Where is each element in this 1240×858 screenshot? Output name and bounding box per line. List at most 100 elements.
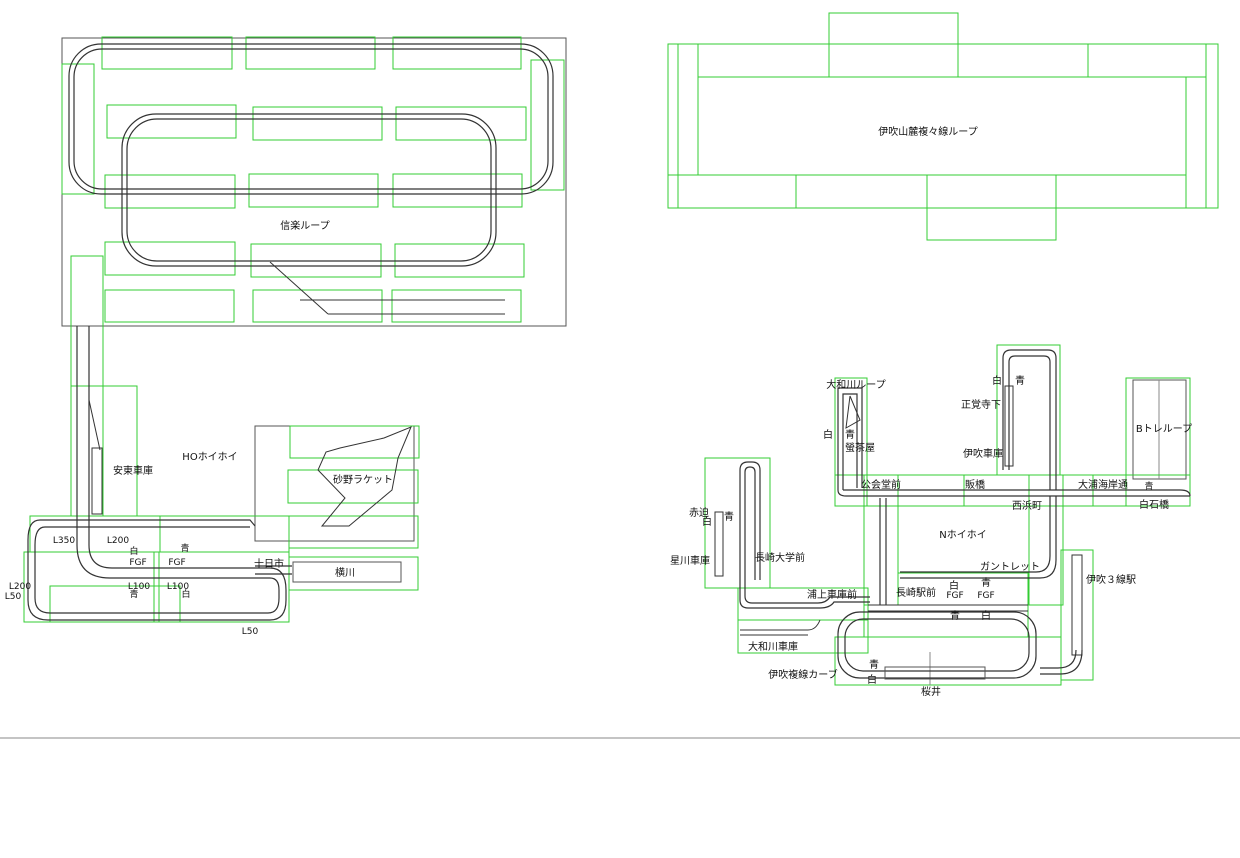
nagasaki-sta-label: 長崎駅前 [896,586,936,599]
yokokawa-station-box [292,561,402,583]
l200-label-b: L200 [9,582,31,592]
nagasaki-univ-label: 長崎大学前 [755,551,805,564]
n-hoihoi-section: 大和川ループ 白 青 螢茶屋 白 青 正覚寺下 伊吹車庫 Bトレループ 公会堂前… [670,344,1192,698]
ibuki-depot-label: 伊吹車庫 [963,447,1003,460]
ao-label-g: 青 [981,576,991,589]
board [395,106,527,141]
ao-label-c: 青 [845,428,855,441]
board [61,63,95,195]
anto-depot-label: 安東車庫 [113,464,153,477]
ao-label-i: 青 [869,658,879,671]
board [29,515,161,553]
n-tracks [714,349,1191,680]
board [288,515,419,549]
board [159,515,290,553]
l50-label-a: L50 [5,592,22,602]
ibuki3-label: 伊吹３線駅 [1086,573,1136,586]
board [391,289,522,323]
board [289,425,420,459]
shinraku-sidings [269,261,505,315]
board [392,173,523,208]
board [834,636,1062,686]
hotarujaya-label: 螢茶屋 [845,441,875,454]
shinraku-loop-section: 信楽ループ [61,36,567,517]
board [104,241,236,276]
shiro-label-h: 白 [867,673,877,686]
ao-label-f: 青 [724,510,734,523]
fgf-label-c: FGF [946,591,963,601]
board [863,474,899,606]
board [248,173,379,208]
fgf-label-b: FGF [168,558,185,568]
ibuki-loop-label: 伊吹山麓複々線ループ [878,125,977,138]
board [101,36,233,70]
board [667,174,797,209]
board [863,604,1029,638]
ibuki-frame [667,43,1219,209]
oura-kaigan-label: 大浦海岸通 [1078,478,1128,491]
ibuki-curve-label: 伊吹複線カーブ [768,668,837,681]
ibuki-frame-inner [677,43,1207,209]
b-torelu-label: Bトレループ [1136,423,1192,435]
ao-label-a: 青 [180,542,189,554]
shinraku-loop-label: 信楽ループ [280,219,329,232]
n-hoihoi-label: Nホイホイ [939,529,986,541]
shiro-label-g: 白 [981,609,991,622]
shinraku-inner-loop [121,113,497,267]
shiro-label-a: 白 [129,545,138,557]
anto-depot-board [70,385,138,517]
l100-label-a: L100 [128,582,150,592]
b-torelu-board [1125,377,1191,507]
shinraku-outer-loop [68,43,554,195]
board [697,43,830,78]
board [795,174,928,209]
board [1028,474,1064,606]
l100-label-b: L100 [167,582,189,592]
board [104,174,236,209]
shiraishi-label: 白石橋 [1139,498,1169,511]
yokokawa-label: 横川 [335,566,355,579]
board [104,289,235,323]
shiro-label-b: 白 [181,588,190,600]
shiro-label-e: 白 [702,515,712,528]
urakami-depot-label: 浦上車庫前 [807,588,857,601]
l200-label-a: L200 [107,536,129,546]
ho-hoihoi-label: HOホイホイ [182,451,237,463]
sunano-racket-label: 砂野ラケット [333,473,393,486]
l50-label-b: L50 [242,627,259,637]
yamato-depot-label: 大和川車庫 [748,640,798,653]
akasako-label: 赤迫 [689,506,709,519]
board [252,106,383,141]
shiro-label-f: 白 [949,579,959,592]
hanbashi-label: 販橋 [965,478,985,491]
board [287,469,419,504]
ho-tracks [27,326,292,621]
l350-label: L350 [53,536,75,546]
ao-label-d: 青 [1015,374,1025,387]
board [957,43,1089,78]
board [1055,174,1187,209]
ibuki-center-board [697,76,1187,176]
board [392,36,522,70]
ao-label-b: 青 [129,588,138,600]
board [245,36,376,70]
board [49,585,181,623]
koukaidomae-label: 公会堂前 [861,478,901,491]
board [252,289,383,323]
ibuki3-board [1060,549,1094,681]
yamato-loop-label: 大和川ループ [826,378,885,391]
hoshikawa-depot-label: 星川車庫 [670,554,710,567]
ibuki-loop-section: 伊吹山麓複々線ループ [667,12,1219,241]
ho-hoihoi-section: 安東車庫 HOホイホイ 砂野ラケット L350 L200 白 青 FGF FGF… [5,326,420,637]
board [106,104,237,139]
board [1087,43,1207,78]
ao-label-h: 青 [950,609,960,622]
ao-label-e: 青 [1144,480,1153,492]
sakurai-label: 桜井 [921,685,941,698]
nishihama-label: 西浜町 [1012,500,1042,512]
shiro-label-c: 白 [823,428,833,441]
gauntlet-label: ガントレット [980,561,1040,573]
board [530,59,565,191]
